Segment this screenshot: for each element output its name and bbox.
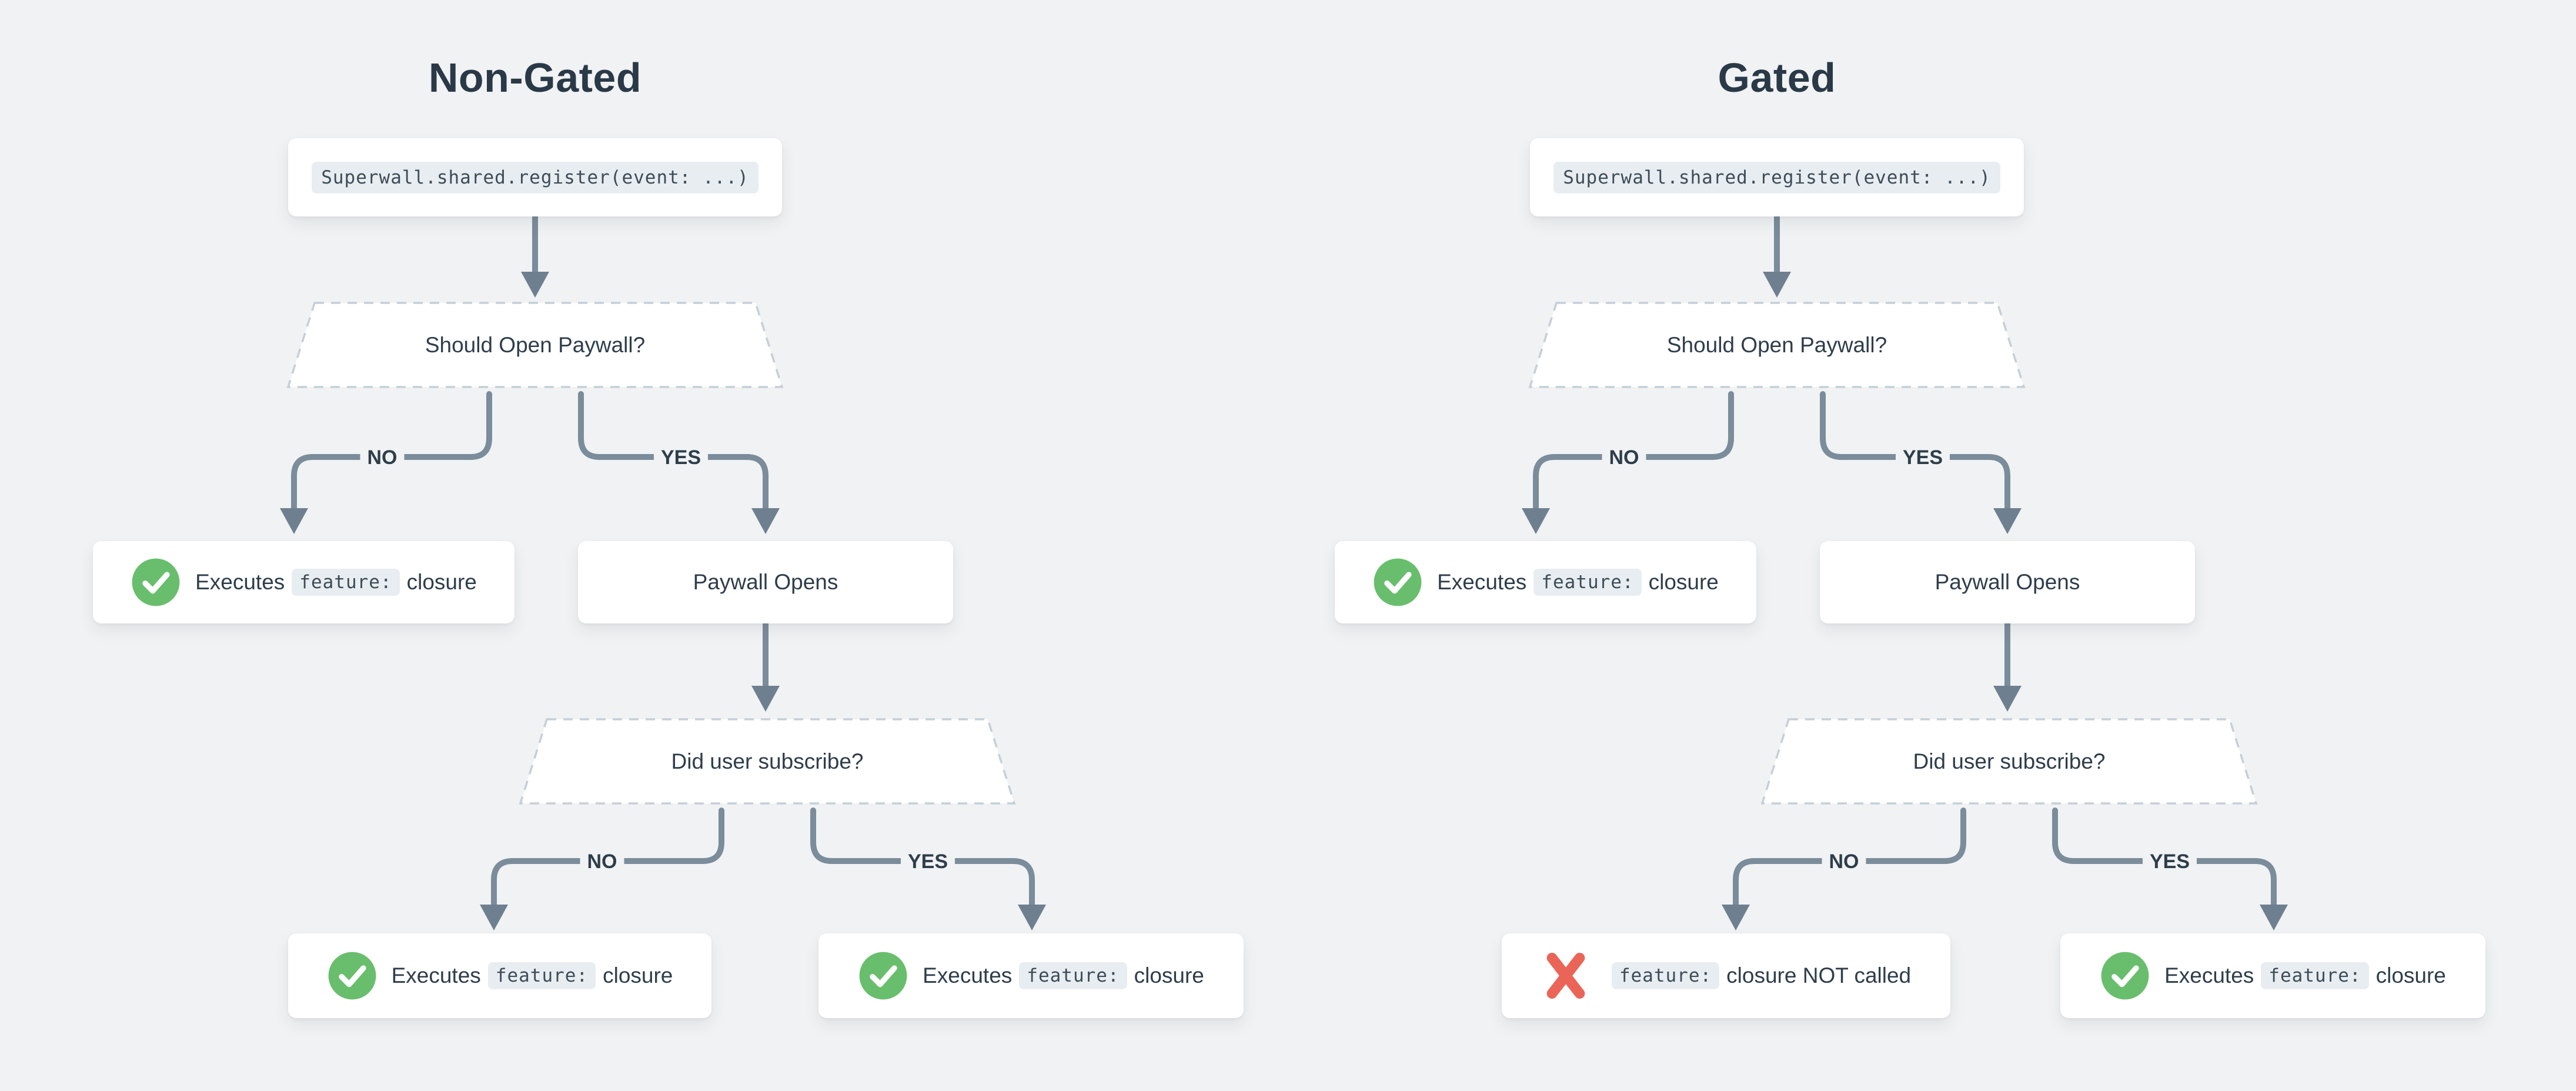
arrowhead-icon: [2260, 905, 2288, 930]
subscribe-no-result-node: feature:closure NOT called: [1502, 933, 1950, 1018]
result-executes-closure-node: Executes feature:closure: [93, 541, 514, 623]
arrowhead-icon: [751, 686, 780, 712]
arrowhead-icon: [521, 272, 549, 298]
branch-label-yes: YES: [900, 849, 955, 874]
result-text-post: closure: [406, 570, 477, 594]
decision-shape-subscribe: [519, 718, 1016, 805]
register-event-node: Superwall.shared.register(event: ...): [1530, 138, 2024, 216]
check-icon: [859, 952, 907, 1000]
result-text-pre: Executes: [923, 963, 1013, 987]
branch-label-yes: YES: [2142, 849, 2197, 874]
check-icon: [328, 952, 376, 1000]
decision-paywall-label: Should Open Paywall?: [1666, 332, 1887, 357]
branch-label-no: NO: [360, 445, 405, 470]
feature-chip: feature:: [1611, 962, 1720, 989]
result-text-post: closure: [2375, 963, 2446, 987]
branch-label-no: NO: [580, 849, 624, 874]
feature-chip: feature:: [1019, 962, 1127, 989]
x-icon: [1546, 952, 1585, 999]
decision-shape-subscribe: [1760, 718, 2258, 805]
decision-paywall-label: Should Open Paywall?: [425, 332, 646, 357]
result-text: feature:closure NOT called: [1605, 962, 1911, 989]
register-code: Superwall.shared.register(event: ...): [1553, 161, 2000, 193]
arrowhead-icon: [1018, 905, 1046, 930]
result-text-post: closure: [603, 963, 673, 987]
feature-chip: feature:: [487, 962, 596, 989]
chart-title: Gated: [1718, 55, 1836, 101]
decision-shape-paywall: [1528, 302, 2026, 388]
flowchart-gated: Gated Superwall.shared.register(event: .…: [1242, 0, 2530, 1091]
result-text-post: closure NOT called: [1726, 963, 1912, 987]
flowchart-non-gated: Non-Gated Superwall.shared.register(even…: [93, 55, 1244, 1018]
check-icon: [1374, 558, 1422, 606]
result-text: Executes feature:closure: [2164, 962, 2446, 989]
result-text-post: closure: [1134, 963, 1204, 987]
paywall-opens-node: Paywall Opens: [578, 541, 953, 623]
arrowhead-icon: [1993, 508, 2022, 534]
branch-label-yes: YES: [1895, 445, 1950, 470]
decision-shape-paywall: [286, 302, 784, 388]
branch-label-no: NO: [1822, 849, 1866, 874]
register-code: Superwall.shared.register(event: ...): [312, 161, 759, 193]
result-text-pre: Executes: [2164, 963, 2254, 987]
result-text-post: closure: [1648, 570, 1719, 594]
decision-subscribe-label: Did user subscribe?: [1913, 749, 2106, 773]
chart-title: Non-Gated: [428, 55, 642, 101]
register-event-node: Superwall.shared.register(event: ...): [288, 138, 782, 216]
subscribe-yes-result-node: Executes feature:closure: [2060, 933, 2485, 1018]
arrowhead-icon: [1522, 508, 1550, 534]
branch-label-no: NO: [1602, 445, 1646, 470]
result-text-pre: Executes: [1437, 570, 1527, 594]
arrowhead-icon: [751, 508, 780, 534]
arrowhead-icon: [1763, 272, 1791, 298]
check-icon: [132, 558, 180, 606]
feature-chip: feature:: [292, 569, 400, 596]
arrowhead-icon: [1722, 905, 1750, 930]
arrowhead-icon: [1993, 686, 2022, 712]
check-icon: [2101, 952, 2149, 1000]
paywall-opens-label: Paywall Opens: [1934, 570, 2080, 594]
result-text-pre: Executes: [195, 570, 285, 594]
result-text-pre: Executes: [391, 963, 481, 987]
arrowhead-icon: [480, 905, 508, 930]
paywall-opens-label: Paywall Opens: [693, 570, 838, 594]
result-text: Executes feature:closure: [195, 569, 477, 596]
feature-chip: feature:: [1533, 569, 1642, 596]
decision-subscribe-label: Did user subscribe?: [671, 749, 864, 773]
feature-chip: feature:: [2261, 962, 2369, 989]
branch-label-yes: YES: [653, 445, 709, 470]
arrowhead-icon: [280, 508, 308, 534]
paywall-opens-node: Paywall Opens: [1820, 541, 2195, 623]
